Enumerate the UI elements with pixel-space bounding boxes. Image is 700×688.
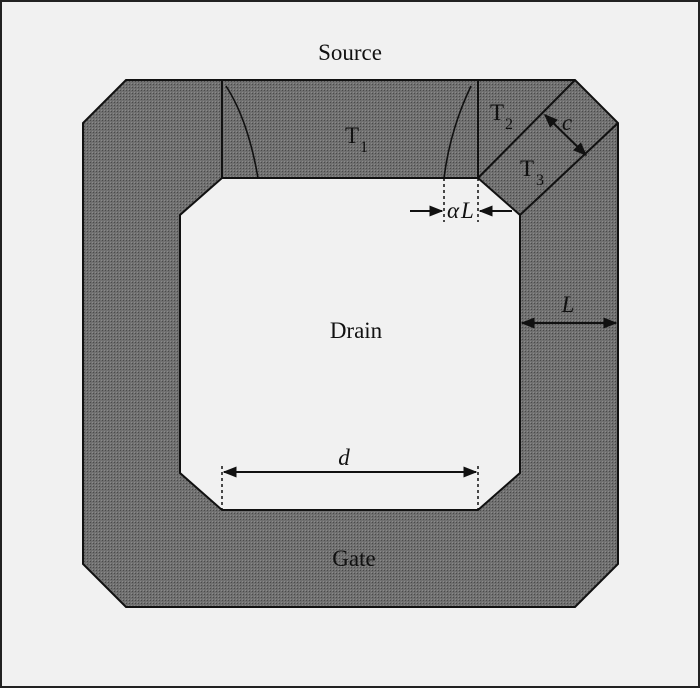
d-label: d (338, 445, 350, 470)
c-dimension-arrow (543, 114, 588, 156)
t2-letter: T (490, 100, 504, 125)
drain-label: Drain (330, 318, 383, 343)
gate-ring (82, 79, 619, 608)
t3-subscript: 3 (536, 172, 544, 189)
alpha-l-label: α L (447, 198, 474, 223)
alpha-l-var: L (460, 198, 474, 223)
source-label: Source (318, 40, 382, 65)
t1-letter: T (345, 123, 359, 148)
t2-subscript: 2 (505, 116, 513, 133)
t3-lower-edge (519, 122, 619, 216)
t3-upper-edge (477, 79, 576, 179)
c-label: c (562, 110, 572, 135)
t3-label: T 3 (520, 156, 544, 189)
t1-subscript: 1 (360, 139, 368, 156)
alpha-l-greek: α (447, 198, 460, 223)
t1-label: T 1 (345, 123, 368, 156)
t1-right-curve (443, 85, 472, 179)
gate-label: Gate (332, 546, 375, 571)
t3-letter: T (520, 156, 534, 181)
t2-label: T 2 (490, 100, 513, 133)
l-label: L (561, 292, 575, 317)
t1-left-curve (225, 85, 259, 179)
